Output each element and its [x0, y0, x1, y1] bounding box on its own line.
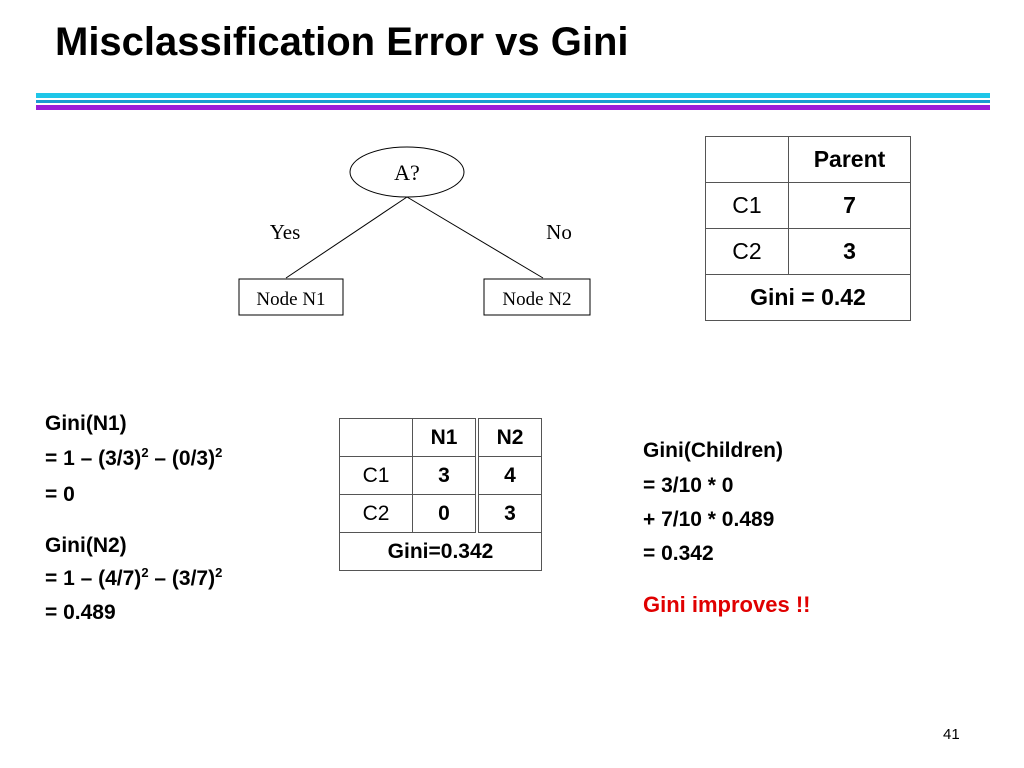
root-node-label: A? — [394, 160, 420, 185]
empty-corner-cell — [339, 418, 413, 457]
parent-table-header-row: Parent — [705, 136, 911, 183]
formula-part: = 1 – (4/7) — [45, 567, 142, 590]
class-label: C1 — [705, 182, 789, 229]
gini-n1-result: = 0 — [45, 483, 75, 506]
children-table-header-row: N1 N2 — [339, 418, 542, 457]
title-underline-cyan — [36, 93, 990, 98]
edge-no — [406, 196, 544, 279]
root-node — [349, 146, 465, 198]
class-label: C2 — [705, 228, 789, 275]
table-row: C2 3 — [705, 228, 911, 275]
gini-n2-heading: Gini(N2) — [45, 534, 127, 557]
parent-header: Parent — [788, 136, 911, 183]
n1-count: 0 — [412, 494, 478, 533]
page-number: 41 — [943, 726, 960, 743]
table-row: C1 3 4 — [339, 456, 542, 495]
gini-improves-note: Gini improves !! — [643, 592, 811, 617]
gini-children-result: = 0.342 — [643, 542, 714, 565]
gini-n2-result: = 0.489 — [45, 601, 116, 624]
children-table: N1 N2 C1 3 4 C2 0 3 Gini=0.342 — [339, 418, 542, 571]
parent-table-footer-row: Gini = 0.42 — [705, 274, 911, 321]
n2-count: 3 — [475, 494, 542, 533]
gini-children-term2: + 7/10 * 0.489 — [643, 508, 775, 531]
node-n1-box — [238, 278, 344, 316]
title-underline-purple — [36, 105, 990, 110]
children-gini: Gini=0.342 — [339, 532, 542, 571]
gini-children-term1: = 3/10 * 0 — [643, 474, 734, 497]
gini-children-heading: Gini(Children) — [643, 439, 783, 462]
n2-count: 4 — [475, 456, 542, 495]
formula-part: – (3/7) — [148, 567, 216, 590]
edge-yes — [285, 196, 408, 279]
slide-title: Misclassification Error vs Gini — [55, 20, 629, 64]
parent-count: 3 — [788, 228, 911, 275]
table-row: C2 0 3 — [339, 494, 542, 533]
formula-part: – (0/3) — [148, 447, 216, 470]
gini-n1-heading: Gini(N1) — [45, 412, 127, 435]
gini-n2-formula: = 1 – (4/7)2 – (3/7)2 — [45, 565, 223, 590]
decision-tree-diagram: A? Yes No Node N1 Node N2 — [238, 146, 591, 316]
parent-count: 7 — [788, 182, 911, 229]
table-row: C1 7 — [705, 182, 911, 229]
node-n2-label: Node N2 — [502, 289, 571, 310]
exponent: 2 — [141, 565, 149, 580]
class-label: C2 — [339, 494, 413, 533]
edge-no-label: No — [546, 220, 572, 244]
empty-corner-cell — [705, 136, 789, 183]
children-table-footer-row: Gini=0.342 — [339, 532, 542, 571]
class-label: C1 — [339, 456, 413, 495]
n2-header: N2 — [475, 418, 542, 457]
parent-gini: Gini = 0.42 — [705, 274, 911, 321]
exponent: 2 — [141, 445, 149, 460]
node-n2-box — [483, 278, 591, 316]
title-underline-blue — [36, 100, 990, 103]
parent-table: Parent C1 7 C2 3 Gini = 0.42 — [705, 136, 911, 321]
exponent: 2 — [215, 445, 223, 460]
node-n1-label: Node N1 — [256, 289, 325, 310]
n1-header: N1 — [412, 418, 478, 457]
exponent: 2 — [215, 565, 223, 580]
edge-yes-label: Yes — [270, 220, 301, 244]
formula-part: = 1 – (3/3) — [45, 447, 142, 470]
gini-n1-formula: = 1 – (3/3)2 – (0/3)2 — [45, 445, 223, 470]
n1-count: 3 — [412, 456, 478, 495]
